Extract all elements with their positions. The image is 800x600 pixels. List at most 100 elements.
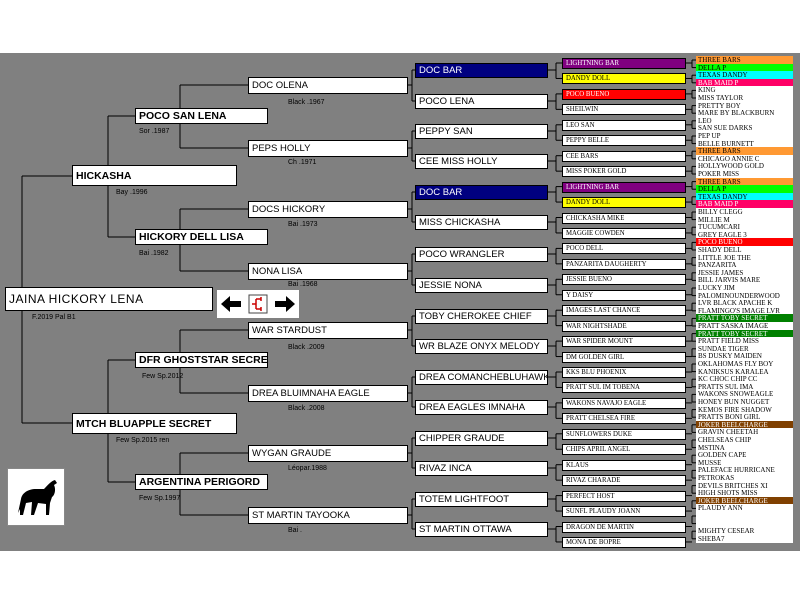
- g7-ancestor-name[interactable]: BELLE BURNETT: [696, 139, 793, 148]
- g6-ancestor-name[interactable]: DRAGON DE MARTIN: [562, 521, 686, 533]
- g6-ancestor-name[interactable]: WAR SPIDER MOUNT: [562, 336, 686, 348]
- g5-ancestor-name[interactable]: JESSIE NONA: [415, 278, 548, 293]
- g7-ancestor-name[interactable]: BAB MAID P: [696, 78, 793, 87]
- g7-ancestor-name[interactable]: JOKER BEELCHARGE: [696, 496, 793, 505]
- g6-ancestor-name[interactable]: DANDY DOLL: [562, 73, 686, 85]
- g7-ancestor-name[interactable]: FLAMINGO'S IMAGE LVR: [696, 306, 793, 315]
- g5-ancestor-name[interactable]: ST MARTIN OTTAWA: [415, 522, 548, 537]
- g7-ancestor-name[interactable]: KING: [696, 86, 793, 95]
- g7-ancestor-name[interactable]: WAKONS SNOWEAGLE: [696, 390, 793, 399]
- g7-ancestor-name[interactable]: LVR BLACK APACHE K: [696, 299, 793, 308]
- g7-ancestor-name[interactable]: POCO BUENO: [696, 238, 793, 247]
- g7-ancestor-name[interactable]: BAB MAID P: [696, 200, 793, 209]
- g7-ancestor-name[interactable]: HONEY BUN NUGGET: [696, 398, 793, 406]
- great-grandparent-name[interactable]: DREA BLUIMNAHA EAGLE: [248, 385, 408, 402]
- g7-ancestor-name[interactable]: HOLLYWOOD GOLD: [696, 162, 793, 171]
- g7-ancestor-name[interactable]: MUSSE: [696, 458, 793, 467]
- great-grandparent-name[interactable]: NONA LISA: [248, 263, 408, 280]
- g7-ancestor-name[interactable]: KANIKSUS KARALEA: [696, 367, 793, 376]
- g7-ancestor-name[interactable]: BS DUSKY MAIDEN: [696, 352, 793, 361]
- dam-name[interactable]: MTCH BLUAPPLE SECRET: [72, 413, 237, 434]
- g7-ancestor-name[interactable]: GOLDEN CAPE: [696, 451, 793, 460]
- g6-ancestor-name[interactable]: MAGGIE COWDEN: [562, 227, 686, 239]
- g7-ancestor-name[interactable]: THREE BARS: [696, 56, 793, 64]
- g6-ancestor-name[interactable]: WAR NIGHTSHADE: [562, 320, 686, 332]
- g7-ancestor-name[interactable]: THREE BARS: [696, 147, 793, 156]
- g7-ancestor-name[interactable]: POKER MISS: [696, 170, 793, 178]
- g6-ancestor-name[interactable]: WAKONS NAVAJO EAGLE: [562, 397, 686, 409]
- pedigree-icon[interactable]: [247, 294, 269, 314]
- g7-ancestor-name[interactable]: SHADY DELL: [696, 246, 793, 254]
- g5-ancestor-name[interactable]: CEE MISS HOLLY: [415, 154, 548, 169]
- g7-ancestor-name[interactable]: PRATT FIELD MISS: [696, 337, 793, 346]
- g6-ancestor-name[interactable]: LIGHTNING BAR: [562, 181, 686, 193]
- g6-ancestor-name[interactable]: SUNFLOWERS DUKE: [562, 428, 686, 440]
- g5-ancestor-name[interactable]: DREA EAGLES IMNAHA: [415, 400, 548, 415]
- g7-ancestor-name[interactable]: [696, 519, 793, 528]
- g7-ancestor-name[interactable]: PALOMINOUNDERWOOD: [696, 291, 793, 300]
- great-grandparent-name[interactable]: PEPS HOLLY: [248, 140, 408, 157]
- g7-ancestor-name[interactable]: SUNDAE TIGER: [696, 344, 793, 353]
- g7-ancestor-name[interactable]: CHELSEAS CHIP: [696, 436, 793, 444]
- g5-ancestor-name[interactable]: TOBY CHEROKEE CHIEF: [415, 309, 548, 324]
- great-grandparent-name[interactable]: DOC OLENA: [248, 77, 408, 94]
- g7-ancestor-name[interactable]: MISS TAYLOR: [696, 94, 793, 102]
- arrow-left-icon[interactable]: [220, 294, 242, 314]
- arrow-right-icon[interactable]: [274, 294, 296, 314]
- g5-ancestor-name[interactable]: PEPPY SAN: [415, 124, 548, 139]
- g6-ancestor-name[interactable]: LIGHTNING BAR: [562, 58, 686, 69]
- g7-ancestor-name[interactable]: PRETTY BOY: [696, 101, 793, 110]
- great-grandparent-name[interactable]: WAR STARDUST: [248, 322, 408, 339]
- g6-ancestor-name[interactable]: MISS POKER GOLD: [562, 166, 686, 178]
- g7-ancestor-name[interactable]: PRATT TOBY SECRET: [696, 314, 793, 323]
- g5-ancestor-name[interactable]: DREA COMANCHEBLUHAWK: [415, 370, 548, 385]
- g7-ancestor-name[interactable]: SAN SUE DARKS: [696, 124, 793, 133]
- g5-ancestor-name[interactable]: DOC BAR: [415, 185, 548, 200]
- g7-ancestor-name[interactable]: CHICAGO ANNIE C: [696, 154, 793, 163]
- g7-ancestor-name[interactable]: THREE BARS: [696, 177, 793, 186]
- g7-ancestor-name[interactable]: MIGHTY CESEAR: [696, 527, 793, 536]
- g7-ancestor-name[interactable]: TEXAS DANDY: [696, 192, 793, 201]
- grandparent-name[interactable]: ARGENTINA PERIGORD: [135, 474, 268, 490]
- g7-ancestor-name[interactable]: LUCKY JIM: [696, 284, 793, 292]
- g7-ancestor-name[interactable]: PANZARITA: [696, 261, 793, 270]
- grandparent-name[interactable]: HICKORY DELL LISA: [135, 229, 268, 245]
- g6-ancestor-name[interactable]: DANDY DOLL: [562, 197, 686, 209]
- g7-ancestor-name[interactable]: BILL JARVIS MARE: [696, 276, 793, 285]
- g5-ancestor-name[interactable]: MISS CHICKASHA: [415, 215, 548, 230]
- g6-ancestor-name[interactable]: PERFECT HOST: [562, 490, 686, 502]
- g5-ancestor-name[interactable]: CHIPPER GRAUDE: [415, 431, 548, 446]
- g7-ancestor-name[interactable]: BILLY CLEGG: [696, 208, 793, 216]
- g7-ancestor-name[interactable]: PETROKAS: [696, 474, 793, 482]
- g6-ancestor-name[interactable]: LEO SAN: [562, 119, 686, 131]
- g6-ancestor-name[interactable]: SHEILWIN: [562, 104, 686, 116]
- g6-ancestor-name[interactable]: KLAUS: [562, 459, 686, 471]
- g7-ancestor-name[interactable]: JESSIE JAMES: [696, 268, 793, 277]
- g7-ancestor-name[interactable]: PALEFACE HURRICANE: [696, 466, 793, 475]
- g5-ancestor-name[interactable]: RIVAZ INCA: [415, 461, 548, 476]
- g7-ancestor-name[interactable]: GREY EAGLE 3: [696, 230, 793, 239]
- g7-ancestor-name[interactable]: LEO: [696, 116, 793, 125]
- g5-ancestor-name[interactable]: WR BLAZE ONYX MELODY: [415, 339, 548, 354]
- g7-ancestor-name[interactable]: DELLA P: [696, 63, 793, 72]
- g7-ancestor-name[interactable]: PLAUDY ANN: [696, 504, 793, 513]
- g6-ancestor-name[interactable]: SUNFL PLAUDY JOANN: [562, 506, 686, 518]
- g7-ancestor-name[interactable]: MARE BY BLACKBURN: [696, 109, 793, 118]
- g7-ancestor-name[interactable]: MILLIE M: [696, 215, 793, 224]
- g6-ancestor-name[interactable]: POCO BUENO: [562, 88, 686, 100]
- g7-ancestor-name[interactable]: DEVILS BRITCHES XI: [696, 481, 793, 490]
- grandparent-name[interactable]: DFR GHOSTSTAR SECRET: [135, 352, 268, 368]
- g6-ancestor-name[interactable]: DM GOLDEN GIRL: [562, 351, 686, 363]
- g7-ancestor-name[interactable]: KEMOS FIRE SHADOW: [696, 405, 793, 414]
- g6-ancestor-name[interactable]: PEPPY BELLE: [562, 135, 686, 147]
- g5-ancestor-name[interactable]: POCO LENA: [415, 94, 548, 109]
- subject-horse-name[interactable]: JAINA HICKORY LENA: [5, 287, 213, 311]
- g7-ancestor-name[interactable]: HIGH SHOTS MISS: [696, 489, 793, 498]
- g7-ancestor-name[interactable]: DELLA P: [696, 185, 793, 194]
- g6-ancestor-name[interactable]: PRATT CHELSEA FIRE: [562, 413, 686, 425]
- g6-ancestor-name[interactable]: PRATT SUL IM TOBENA: [562, 382, 686, 394]
- grandparent-name[interactable]: POCO SAN LENA: [135, 108, 268, 124]
- g6-ancestor-name[interactable]: IMAGES LAST CHANCE: [562, 305, 686, 317]
- g6-ancestor-name[interactable]: CEE BARS: [562, 150, 686, 162]
- sire-name[interactable]: HICKASHA: [72, 165, 237, 186]
